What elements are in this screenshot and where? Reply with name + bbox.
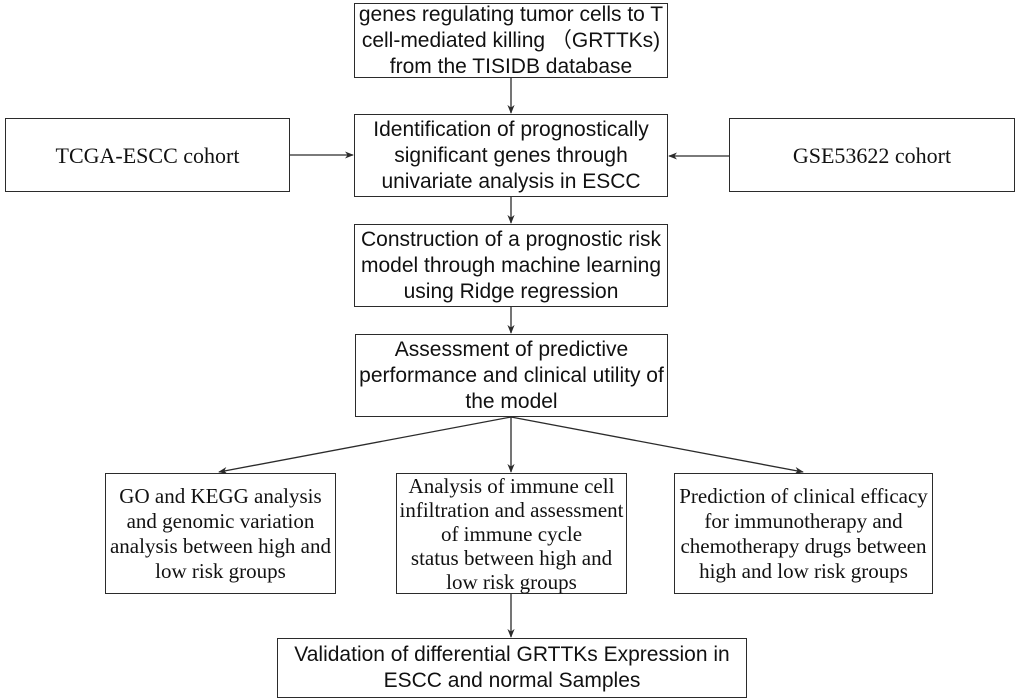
node-go-kegg-label: GO and KEGG analysis and genomic variati…: [109, 483, 332, 583]
node-validation-label: Validation of differential GRTTKs Expres…: [294, 643, 730, 692]
node-prediction: Prediction of clinical efficacy for immu…: [674, 473, 933, 594]
node-construction: Construction of a prognostic risk model …: [354, 224, 668, 307]
node-tcga-label: TCGA-ESCC cohort: [55, 142, 240, 168]
node-identification-label: Identification of prognostically signifi…: [373, 117, 649, 193]
node-go-kegg: GO and KEGG analysis and genomic variati…: [105, 473, 336, 594]
arrow-assessment-to-go-kegg: [218, 416, 512, 475]
node-source-genes: genes regulating tumor cells to T cell-m…: [354, 3, 668, 78]
node-gse-label: GSE53622 cohort: [792, 142, 952, 168]
node-immune-infiltration: Analysis of immune cell infiltration and…: [396, 473, 627, 594]
node-assessment: Assessment of predictive performance and…: [355, 334, 668, 417]
node-identification: Identification of prognostically signifi…: [354, 114, 668, 197]
node-immune-label: Analysis of immune cell infiltration and…: [399, 473, 624, 594]
node-construction-label: Construction of a prognostic risk model …: [360, 227, 662, 303]
node-prediction-label: Prediction of clinical efficacy for immu…: [679, 483, 928, 583]
arrow-assessment-to-prediction: [510, 416, 804, 475]
node-assessment-label: Assessment of predictive performance and…: [359, 337, 664, 413]
node-validation: Validation of differential GRTTKs Expres…: [277, 638, 747, 698]
node-gse-cohort: GSE53622 cohort: [729, 118, 1015, 192]
node-source-label: genes regulating tumor cells to T cell-m…: [358, 2, 664, 78]
node-tcga-cohort: TCGA-ESCC cohort: [5, 118, 290, 192]
